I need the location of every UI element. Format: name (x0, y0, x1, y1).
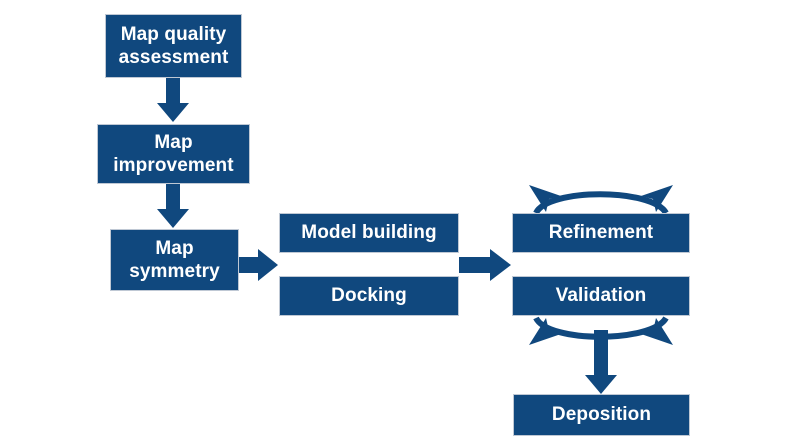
node-map-symmetry-line2: symmetry (129, 261, 220, 282)
connector-map-symmetry-to-model-building (239, 249, 278, 281)
connector-cycle-top-arc (529, 185, 673, 215)
connector-cycle-bottom-arc (529, 316, 673, 345)
connector-map-quality-to-map-improvement (157, 78, 189, 122)
node-map-improvement-line1: Map (154, 131, 193, 153)
node-map-symmetry-line1: Map (155, 237, 194, 259)
node-map-improvement-line2: improvement (113, 155, 234, 176)
node-refinement-label: Refinement (548, 222, 654, 244)
node-validation[interactable]: Validation (512, 276, 690, 316)
node-model-building-label: Model building (301, 222, 437, 244)
connector-validation-to-deposition (585, 330, 617, 394)
node-deposition-label: Deposition (551, 404, 652, 426)
connector-model-building-to-refinement (459, 249, 511, 281)
connector-map-improvement-to-map-symmetry (157, 184, 189, 228)
node-model-building[interactable]: Model building (279, 213, 459, 253)
node-map-quality-assessment-line2: assessment (118, 47, 229, 68)
node-refinement[interactable]: Refinement (512, 213, 690, 253)
node-docking-label: Docking (331, 285, 407, 307)
node-validation-label: Validation (555, 285, 647, 307)
node-map-quality-assessment-line1: Map quality (120, 23, 227, 45)
node-deposition[interactable]: Deposition (513, 394, 690, 436)
node-docking[interactable]: Docking (279, 276, 459, 316)
